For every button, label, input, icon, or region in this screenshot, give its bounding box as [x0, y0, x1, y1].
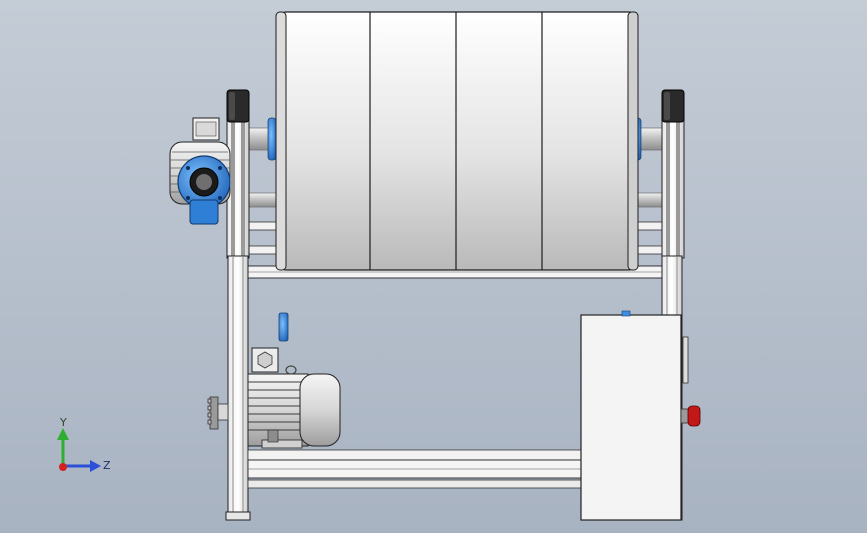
gear-motor [169, 117, 231, 225]
left-bearing-flange [267, 117, 277, 161]
bottom-frame-rail [247, 449, 583, 489]
coordinate-triad: Y Z [57, 416, 111, 472]
y-axis-label: Y [59, 416, 67, 429]
x-axis-point [59, 463, 67, 471]
emergency-stop-button [680, 405, 701, 427]
left-leg [227, 255, 249, 521]
z-axis-label: Z [103, 459, 111, 472]
drum [275, 11, 639, 271]
sprocket [207, 396, 229, 430]
blue-coupling [278, 312, 289, 342]
electric-motor [247, 347, 341, 449]
right-upright [661, 89, 685, 259]
left-upright [226, 89, 250, 259]
control-box [580, 310, 701, 521]
